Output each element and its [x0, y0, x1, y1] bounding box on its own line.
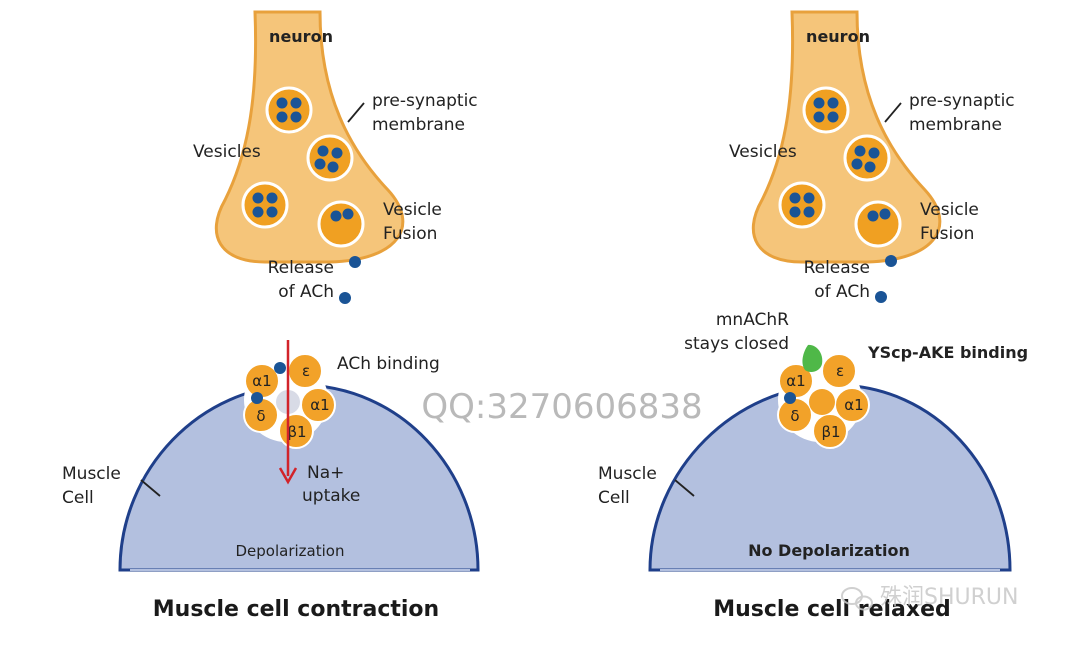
subunit-label: β1: [821, 423, 840, 441]
release-label: Release: [804, 258, 870, 278]
muscle-label: Cell: [598, 488, 630, 508]
brand-text: 殊润SHURUN: [880, 585, 1018, 610]
release-label: of ACh: [278, 282, 334, 302]
ach-molecule: [339, 292, 351, 304]
nachr-receptor: α1 ε α1 β1 δ: [777, 344, 870, 449]
fusion-label: Vesicle: [383, 200, 442, 220]
vesicle: [843, 134, 891, 182]
subunit-label: δ: [790, 407, 799, 425]
subunit-label: α1: [786, 372, 805, 390]
presynaptic-label: membrane: [909, 115, 1002, 135]
release-label: Release: [268, 258, 334, 278]
watermark-text: QQ:3270606838: [421, 387, 702, 427]
panel-caption: Muscle cell relaxed: [713, 597, 951, 622]
panel-caption: Muscle cell contraction: [153, 597, 439, 622]
vesicles-label: Vesicles: [193, 142, 261, 162]
subunit-label: β1: [287, 423, 306, 441]
neuron-terminal: [214, 10, 405, 264]
nachr-receptor: α1 ε α1 β1 δ: [243, 353, 336, 449]
subunit-label: α1: [252, 372, 271, 390]
brand-mark: 殊润SHURUN: [841, 585, 1018, 611]
ach-molecule: [349, 256, 361, 268]
fusion-label: Fusion: [920, 224, 974, 244]
presynaptic-label: pre-synaptic: [372, 91, 478, 111]
fusing-vesicle: [317, 200, 365, 248]
sodium-label: Na+: [307, 463, 344, 483]
subunit-label: ε: [302, 362, 310, 380]
neuron-label: neuron: [269, 27, 333, 46]
ach-molecule: [885, 255, 897, 267]
peptide-blocker: [802, 344, 823, 372]
vesicle: [778, 181, 826, 229]
vesicles-label: Vesicles: [729, 142, 797, 162]
vesicle: [241, 181, 289, 229]
wechat-icon: [841, 587, 873, 611]
vesicle: [306, 134, 354, 182]
muscle-label: Cell: [62, 488, 94, 508]
binding-label: ACh binding: [337, 354, 440, 374]
neuron-terminal: [751, 10, 942, 264]
release-label: of ACh: [814, 282, 870, 302]
subunit-label: α1: [844, 396, 863, 414]
subunit-label: α1: [310, 396, 329, 414]
muscle-label: Muscle: [62, 464, 121, 484]
sodium-label: uptake: [302, 486, 360, 506]
sodium-arrow: [278, 340, 298, 485]
presynaptic-label: pre-synaptic: [909, 91, 1015, 111]
presynaptic-label: membrane: [372, 115, 465, 135]
muscle-label: Muscle: [598, 464, 657, 484]
subunit-label: δ: [256, 407, 265, 425]
channel-note: stays closed: [684, 334, 789, 354]
panel-left: α1 ε α1 β1 δ neuron pre-synaptic membran…: [62, 10, 480, 622]
panel-right: α1 ε α1 β1 δ neuron pre-synaptic membran…: [598, 10, 1028, 622]
fusing-vesicle: [854, 200, 902, 248]
vesicle: [802, 86, 850, 134]
channel-note: mnAChR: [716, 310, 789, 330]
fusion-label: Vesicle: [920, 200, 979, 220]
membrane-state: Depolarization: [236, 542, 345, 560]
vesicle: [265, 86, 313, 134]
ach-molecule: [875, 291, 887, 303]
membrane-state: No Depolarization: [748, 541, 910, 560]
binding-label: YScp-AKE binding: [867, 343, 1028, 362]
neuron-label: neuron: [806, 27, 870, 46]
fusion-label: Fusion: [383, 224, 437, 244]
subunit-label: ε: [836, 362, 844, 380]
